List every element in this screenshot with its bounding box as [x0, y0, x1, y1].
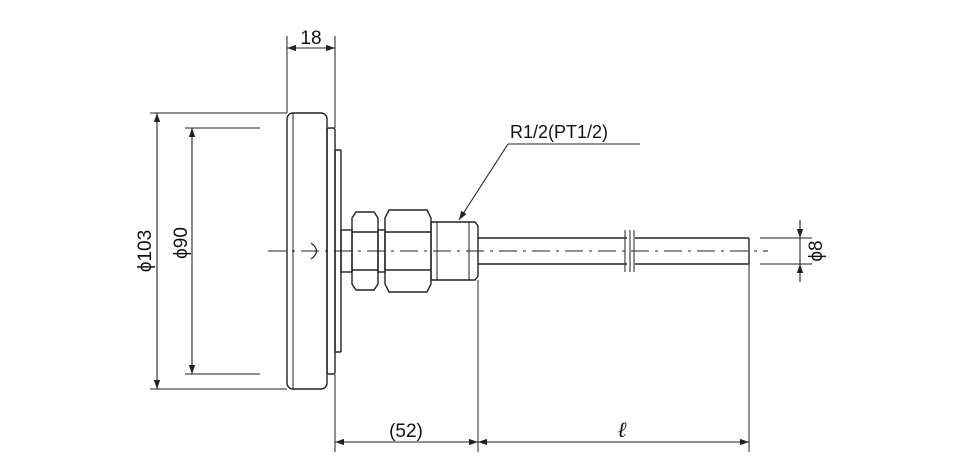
thread-leader — [458, 143, 640, 221]
connection-fitting — [340, 209, 479, 293]
label-fitting-length: (52) — [389, 421, 423, 442]
label-thread-spec: R1/2(PT1/2) — [510, 122, 608, 142]
label-stem-length: ℓ — [617, 417, 627, 442]
dimension-lines — [153, 44, 804, 446]
label-stem-diameter: ϕ8 — [806, 240, 827, 261]
stem — [478, 230, 750, 272]
label-outer-diameter: ϕ103 — [135, 230, 156, 272]
label-gauge-thickness: 18 — [300, 28, 321, 49]
extension-lines — [150, 36, 812, 452]
label-dial-diameter: ϕ90 — [171, 227, 192, 259]
